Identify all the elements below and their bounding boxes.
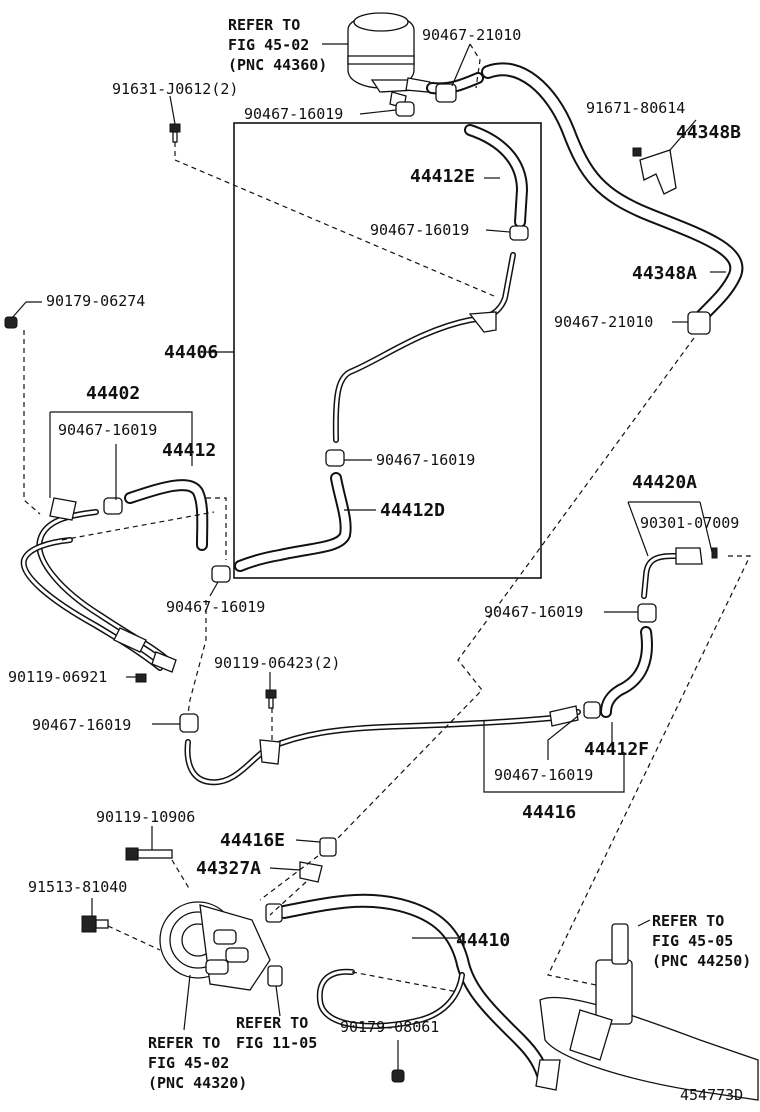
ref-fig1105-line1: REFER TO <box>236 1014 308 1032</box>
clamp-90467-16019-lower <box>211 565 231 583</box>
bolt-90119-10906 <box>125 847 173 861</box>
clamp-90467-16019-ll <box>179 713 199 733</box>
hose-44412F <box>600 626 653 718</box>
label-44348A: 44348A <box>632 263 697 284</box>
label-91671-80614: 91671-80614 <box>586 99 685 117</box>
clamp-90467-16019-e <box>509 225 529 241</box>
clamp-90467-16019-d <box>325 449 345 467</box>
label-44412E: 44412E <box>410 166 475 187</box>
hose-44412E <box>464 124 528 228</box>
clip-44327A <box>299 861 323 883</box>
bolt-91631-J0612 <box>169 123 181 143</box>
ref-reservoir-line3: (PNC 44360) <box>228 56 327 74</box>
dashed-reference-lines <box>23 142 751 993</box>
steering-gear-assembly <box>535 923 759 1101</box>
bolt-91513-81040 <box>81 915 109 933</box>
ref-pump-line3: (PNC 44320) <box>148 1074 247 1092</box>
ref-gear-line3: (PNC 44250) <box>652 952 751 970</box>
pipe-44420A <box>641 547 703 599</box>
label-90467-16019-lower: 90467-16019 <box>166 598 265 616</box>
pipe-44416 <box>184 705 581 786</box>
bolt-90119-06423 <box>265 689 277 709</box>
ref-gear-line1: REFER TO <box>652 912 724 930</box>
label-90119-10906: 90119-10906 <box>96 808 195 826</box>
label-44348B: 44348B <box>676 122 741 143</box>
power-steering-pump <box>159 901 283 991</box>
hose-44412 <box>124 479 209 551</box>
label-90119-06921: 90119-06921 <box>8 668 107 686</box>
bolt-90301-07009 <box>711 547 718 559</box>
label-44416E: 44416E <box>220 830 285 851</box>
label-44412D: 44412D <box>380 500 445 521</box>
label-90119-06423: 90119-06423(2) <box>214 654 340 672</box>
hose-44348A <box>481 62 744 325</box>
label-90467-16019-bottom: 90467-16019 <box>494 766 593 784</box>
nut-90179-08061 <box>391 1069 405 1083</box>
clamp-90467-16019-left <box>103 497 123 515</box>
clamp-90467-21010-top <box>435 83 457 103</box>
bracket-44348B <box>632 147 677 195</box>
clamp-90467-21010-mid <box>687 311 711 335</box>
label-90467-16019-e: 90467-16019 <box>370 221 469 239</box>
label-90467-16019-d: 90467-16019 <box>376 451 475 469</box>
pipe-44402 <box>20 497 177 673</box>
label-90467-21010-mid: 90467-21010 <box>554 313 653 331</box>
nut-90179-06274 <box>4 316 18 329</box>
ref-pump-line2: FIG 45-02 <box>148 1054 229 1072</box>
label-44420A: 44420A <box>632 472 697 493</box>
bolt-90119-06921 <box>135 673 147 683</box>
diagram-id: 454773D <box>680 1086 743 1104</box>
label-44412F: 44412F <box>584 739 649 760</box>
ref-fig1105-line2: FIG 11-05 <box>236 1034 317 1052</box>
label-90179-08061: 90179-08061 <box>340 1018 439 1036</box>
clamp-90467-16019-right <box>637 603 657 623</box>
clamp-90467-16019-reservoir <box>395 101 415 117</box>
ref-reservoir-line2: FIG 45-02 <box>228 36 309 54</box>
fitting-44416E <box>319 837 337 857</box>
pipe-44406 <box>332 252 516 443</box>
hose-44410 <box>277 893 552 1087</box>
clamp-90467-16019-bottom <box>583 701 601 719</box>
ref-gear-line2: FIG 45-05 <box>652 932 733 950</box>
label-90467-21010-top: 90467-21010 <box>422 26 521 44</box>
label-44410: 44410 <box>456 930 510 951</box>
hose-44412D <box>234 472 352 572</box>
label-90467-16019-left: 90467-16019 <box>58 421 157 439</box>
reservoir-tank <box>347 12 431 109</box>
label-44327A: 44327A <box>196 858 261 879</box>
label-90467-16019-ll: 90467-16019 <box>32 716 131 734</box>
label-44406: 44406 <box>164 342 218 363</box>
label-91513-81040: 91513-81040 <box>28 878 127 896</box>
ref-reservoir-line1: REFER TO <box>228 16 300 34</box>
label-90301-07009: 90301-07009 <box>640 514 739 532</box>
label-90179-06274: 90179-06274 <box>46 292 145 310</box>
label-44402: 44402 <box>86 383 140 404</box>
assembly-44406-box <box>233 122 542 579</box>
label-44416: 44416 <box>522 802 576 823</box>
label-90467-16019-reservoir: 90467-16019 <box>244 105 343 123</box>
label-91631-J0612: 91631-J0612(2) <box>112 80 238 98</box>
label-44412: 44412 <box>162 440 216 461</box>
leader-lines <box>11 43 726 1070</box>
ref-pump-line1: REFER TO <box>148 1034 220 1052</box>
label-90467-16019-right: 90467-16019 <box>484 603 583 621</box>
